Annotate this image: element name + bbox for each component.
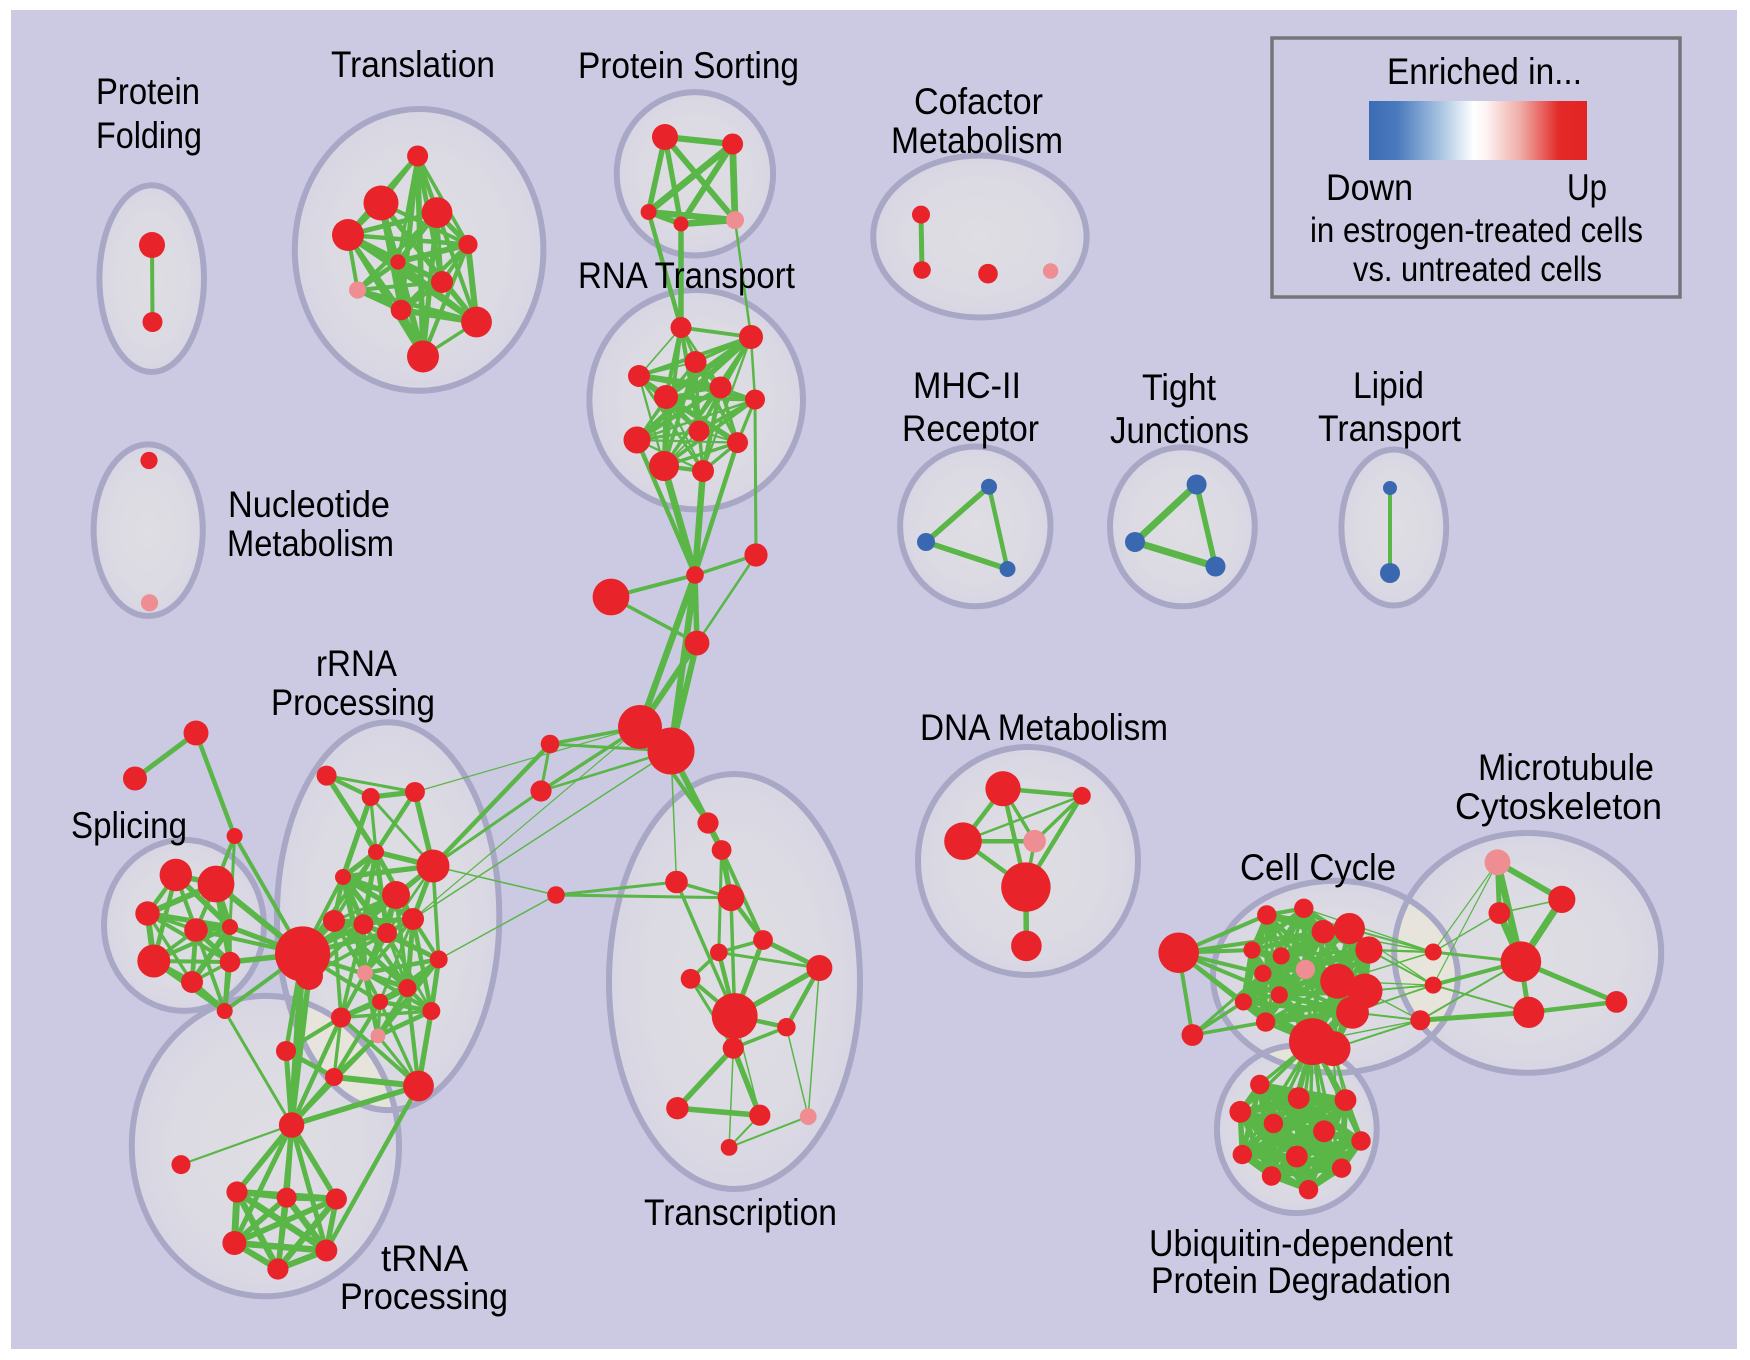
- svg-text:Translation: Translation: [331, 44, 495, 85]
- svg-text:Protein Degradation: Protein Degradation: [1151, 1260, 1451, 1301]
- svg-text:Nucleotide: Nucleotide: [228, 484, 390, 525]
- svg-text:Receptor: Receptor: [902, 408, 1039, 449]
- svg-text:Up: Up: [1567, 167, 1607, 208]
- svg-text:DNA Metabolism: DNA Metabolism: [920, 707, 1168, 748]
- svg-text:Cytoskeleton: Cytoskeleton: [1455, 786, 1662, 827]
- svg-text:Processing: Processing: [271, 682, 435, 723]
- svg-text:Lipid: Lipid: [1353, 365, 1424, 406]
- svg-text:Metabolism: Metabolism: [227, 523, 394, 564]
- svg-text:Folding: Folding: [96, 115, 202, 156]
- svg-text:RNA Transport: RNA Transport: [578, 255, 796, 296]
- svg-text:tRNA: tRNA: [381, 1238, 468, 1279]
- svg-text:Ubiquitin-dependent: Ubiquitin-dependent: [1149, 1223, 1454, 1264]
- svg-text:Tight: Tight: [1142, 367, 1217, 408]
- svg-text:in estrogen-treated cells: in estrogen-treated cells: [1310, 211, 1643, 250]
- svg-text:Cell Cycle: Cell Cycle: [1240, 847, 1396, 888]
- svg-text:Down: Down: [1326, 167, 1413, 208]
- svg-text:Protein Sorting: Protein Sorting: [578, 45, 799, 86]
- svg-text:Processing: Processing: [340, 1276, 508, 1317]
- svg-text:Cofactor: Cofactor: [914, 81, 1043, 122]
- svg-text:Microtubule: Microtubule: [1478, 747, 1654, 788]
- svg-text:rRNA: rRNA: [316, 643, 397, 684]
- svg-text:Metabolism: Metabolism: [891, 120, 1063, 161]
- svg-text:MHC-II: MHC-II: [913, 365, 1021, 406]
- svg-text:Transcription: Transcription: [644, 1192, 837, 1233]
- svg-text:Junctions: Junctions: [1110, 410, 1249, 451]
- svg-text:vs. untreated cells: vs. untreated cells: [1353, 250, 1602, 289]
- svg-text:Transport: Transport: [1318, 408, 1462, 449]
- svg-text:Enriched in...: Enriched in...: [1387, 51, 1582, 92]
- svg-text:Splicing: Splicing: [71, 805, 187, 846]
- svg-text:Protein: Protein: [96, 71, 200, 112]
